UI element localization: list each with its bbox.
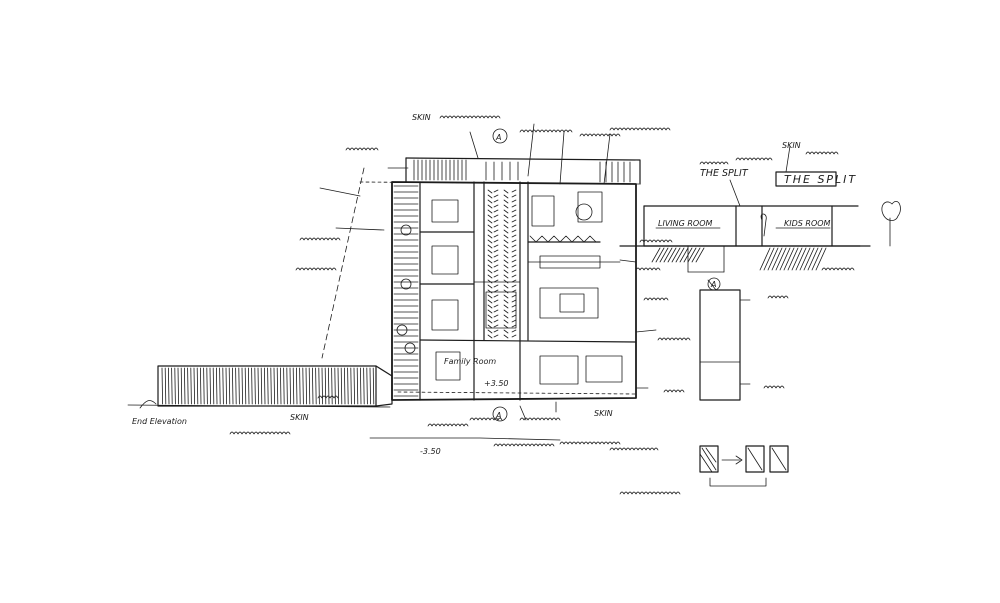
the-split-label-2: THE SPLIT (784, 173, 857, 186)
svg-text:A: A (495, 133, 501, 142)
family-room-label: Family Room (444, 357, 496, 366)
svg-text:A: A (495, 411, 501, 420)
skin-label-right: SKIN (782, 141, 801, 150)
kids-room-label: KIDS ROOM (784, 219, 831, 228)
section-marker-bottom: A (492, 406, 508, 422)
skin-label-bottom: SKIN (290, 413, 309, 422)
handwritten-annotations (229, 115, 855, 495)
skin-label-top: SKIN (412, 113, 431, 122)
the-split-label-1: THE SPLIT (700, 168, 749, 179)
floor-plan (359, 157, 641, 401)
split-diagram (699, 445, 789, 487)
living-room-label: LIVING ROOM (658, 219, 713, 228)
level-label-2: +3.50 (484, 379, 509, 388)
level-label-1: -3.50 (420, 447, 441, 456)
svg-text:A: A (710, 280, 716, 289)
section-marker-right: A (707, 277, 721, 291)
end-elevation-label: End Elevation (132, 417, 187, 426)
section-drawing (619, 171, 901, 273)
section-marker-top: A (492, 128, 508, 144)
skin-label-plan: SKIN (594, 409, 613, 418)
plan-column (699, 279, 741, 401)
leader-lines (319, 123, 791, 421)
end-elevation-wall (127, 365, 393, 409)
